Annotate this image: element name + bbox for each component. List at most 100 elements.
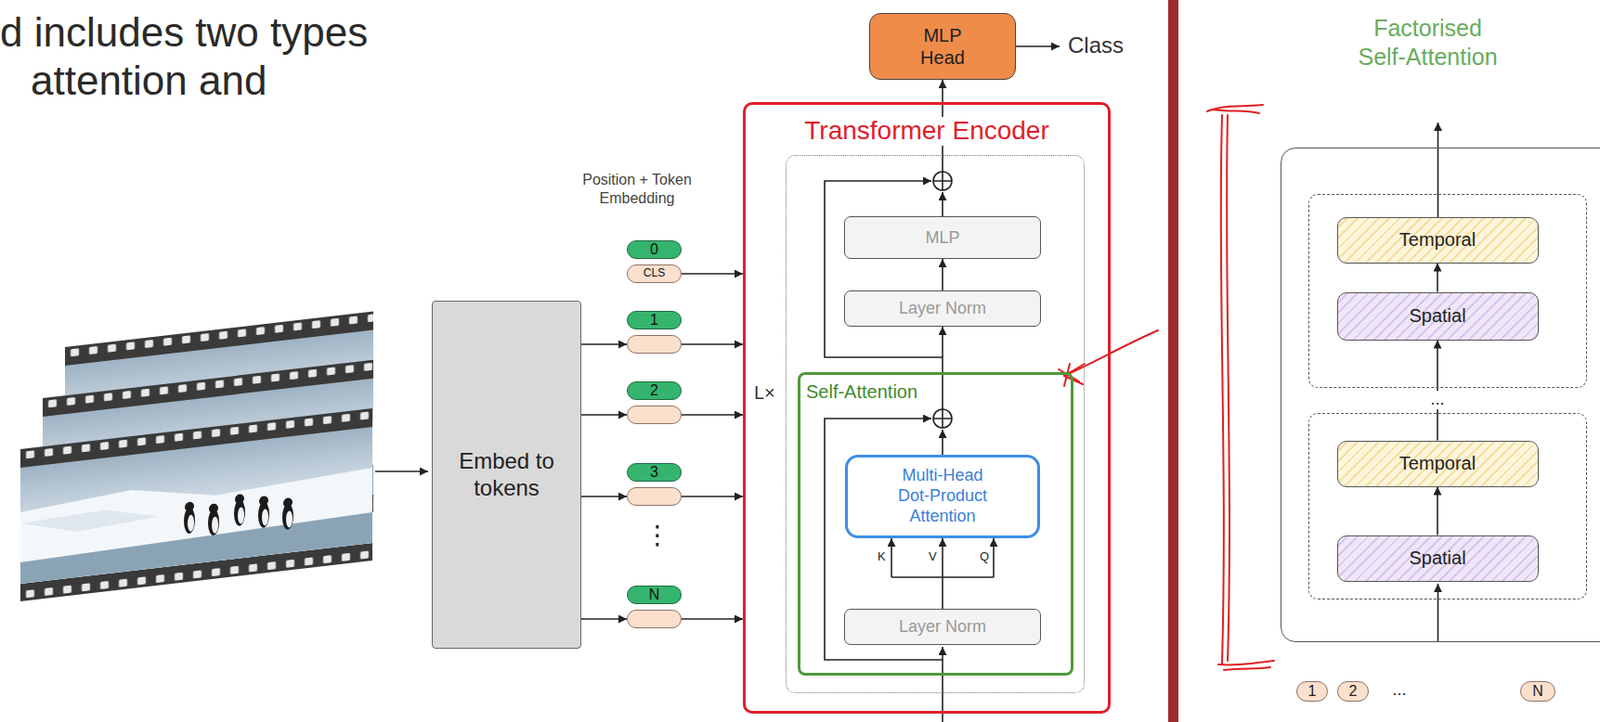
flow-line — [941, 647, 944, 722]
flow-line — [1015, 45, 1060, 48]
box-label: Spatial — [1408, 305, 1466, 327]
film-frame — [234, 494, 245, 505]
connector-line — [1436, 487, 1439, 536]
sum-symbol — [933, 171, 952, 191]
connector-line — [581, 343, 627, 346]
sum-symbol — [933, 409, 952, 429]
connector-line — [1436, 263, 1439, 293]
process-box: Layer Norm — [844, 609, 1041, 646]
film-frame — [20, 512, 373, 585]
connector-line — [941, 79, 944, 103]
film-frame — [237, 507, 245, 525]
input-name: V — [928, 550, 937, 565]
token-label: 2 — [1349, 683, 1358, 701]
film-frame — [20, 408, 373, 602]
flow-line — [375, 470, 429, 473]
flow-line — [1437, 122, 1440, 218]
connector-line — [681, 618, 743, 621]
attention-frame: Self-AttentionMulti-Head Dot-Product Att… — [797, 372, 1074, 677]
box-label: Temporal — [1399, 229, 1476, 251]
ellipsis-mark: ... — [1380, 680, 1418, 702]
connector-line — [681, 343, 743, 346]
process-box: Layer Norm — [844, 290, 1041, 327]
token-embedding: 3 — [626, 463, 682, 507]
position-number: 3 — [626, 463, 682, 482]
flow-line — [1437, 584, 1440, 643]
encoder-frame: Transformer EncoderMLPLayer NormSelf-Att… — [742, 102, 1111, 715]
film-frame — [261, 508, 269, 527]
token-embedding: N — [626, 585, 682, 629]
connector-line — [581, 495, 627, 498]
repeat-mark: L× — [754, 381, 776, 404]
connector-line — [941, 326, 944, 373]
connector-line — [681, 414, 743, 417]
token-embedding: 2 — [626, 381, 682, 425]
spatial-box: Spatial — [1337, 535, 1539, 583]
token-pill — [626, 487, 682, 507]
connector-line — [681, 273, 743, 275]
film-frame — [283, 497, 293, 508]
token-pill — [626, 335, 682, 354]
box-label: Layer Norm — [898, 299, 987, 319]
branch-connector — [891, 538, 994, 610]
hand-annotation — [1064, 330, 1158, 377]
token-embedding: 1 — [626, 311, 682, 354]
edge-label: ... — [1427, 390, 1447, 410]
flow-line — [375, 46, 1439, 722]
hand-annotation — [1058, 104, 1275, 671]
token-embedding: 0CLS — [626, 240, 682, 284]
position-number: 2 — [626, 381, 682, 401]
connector-line — [681, 495, 743, 498]
hand-annotation — [1221, 115, 1230, 664]
film-frame — [20, 462, 373, 585]
film-frame — [20, 427, 373, 585]
box-label: Layer Norm — [898, 617, 987, 638]
film-frame — [20, 408, 373, 602]
film-frame — [211, 516, 219, 534]
flow-line — [824, 181, 943, 358]
spatial-box: Spatial — [1337, 292, 1539, 341]
input-name: Q — [979, 550, 989, 565]
frame-title: Factorised Self-Attention — [1352, 13, 1504, 71]
frame-title: Transformer Encoder — [800, 117, 1054, 146]
film-frame — [208, 503, 219, 514]
connector-line — [890, 538, 893, 578]
sum-symbol — [933, 171, 952, 191]
embed-box: Embed to tokens — [431, 300, 582, 650]
token-label: CLS — [626, 264, 682, 284]
token-pill — [626, 405, 682, 425]
box-label: Spatial — [1408, 547, 1466, 570]
film-frame — [286, 510, 293, 529]
token-pill — [626, 610, 682, 629]
token-pill: N — [1520, 681, 1556, 703]
temporal-box: Temporal — [1337, 441, 1539, 488]
flow-line — [941, 372, 944, 410]
film-frame — [259, 495, 269, 507]
attention-box: Multi-Head Dot-Product Attention — [845, 455, 1041, 539]
box-label: Embed to tokens — [442, 448, 573, 503]
sum-symbol — [933, 409, 952, 429]
connector-line — [941, 538, 944, 578]
box-label: MLP Head — [912, 24, 973, 69]
box-label: MLP — [924, 228, 960, 248]
divider-bar — [1168, 0, 1179, 722]
temporal-box: Temporal — [1337, 217, 1539, 264]
film-frame — [187, 514, 195, 533]
film-frame — [184, 501, 195, 512]
input-name: K — [877, 550, 886, 565]
position-number: 0 — [626, 240, 682, 260]
axis-note: Position + Token Embedding — [572, 170, 703, 209]
token-pill: 2 — [1337, 681, 1369, 703]
process-box: MLP — [844, 216, 1041, 260]
mlp-head-box: MLP Head — [869, 13, 1016, 80]
box-label: Temporal — [1399, 453, 1476, 475]
connector-line — [941, 259, 944, 291]
flow-line — [941, 429, 944, 456]
film-frame — [20, 504, 160, 539]
ellipsis-mark: ⋮ — [644, 522, 664, 549]
hand-annotation — [1218, 661, 1275, 671]
connector-line — [891, 577, 994, 610]
hand-annotation — [1207, 104, 1263, 114]
token-label: N — [1532, 683, 1544, 701]
